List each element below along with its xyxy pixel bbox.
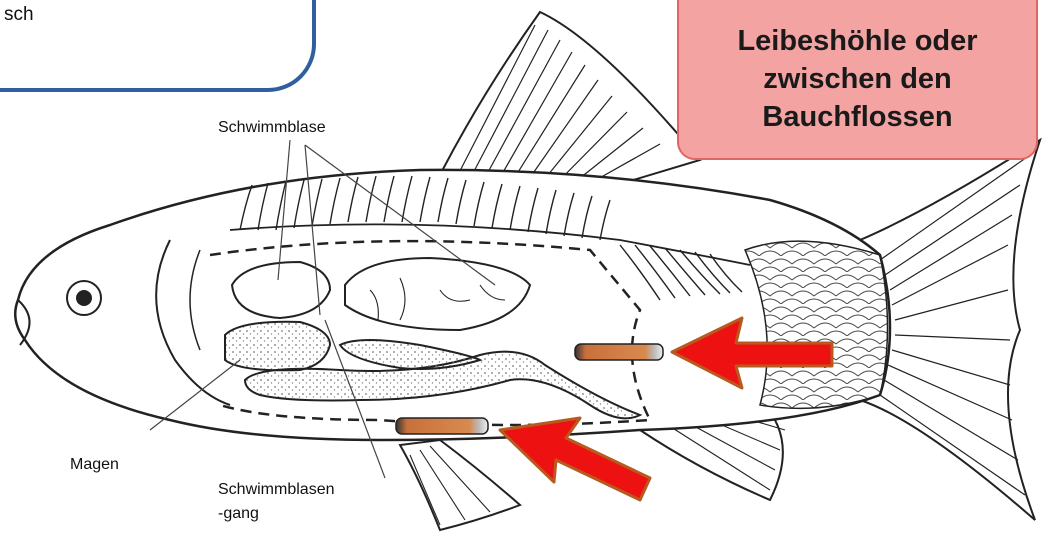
callout-top-left-text: sch xyxy=(4,4,34,26)
callout-top-left: sch xyxy=(0,0,316,92)
pelvic-fin xyxy=(400,440,520,530)
label-swim-bladder: Schwimmblase xyxy=(218,118,326,138)
callout-line-2: zwischen den xyxy=(737,60,977,98)
callout-line-3: Bauchflossen xyxy=(737,98,977,136)
callout-top-right-text: Leibeshöhle oder zwischen den Bauchfloss… xyxy=(737,22,977,136)
label-swim-bladder-duct-2: -gang xyxy=(218,504,259,524)
callout-line-1: Leibeshöhle oder xyxy=(737,22,977,60)
callout-top-right: Leibeshöhle oder zwischen den Bauchfloss… xyxy=(677,0,1038,160)
label-swim-bladder-duct-1: Schwimmblasen xyxy=(218,480,334,500)
label-stomach: Magen xyxy=(70,455,119,475)
